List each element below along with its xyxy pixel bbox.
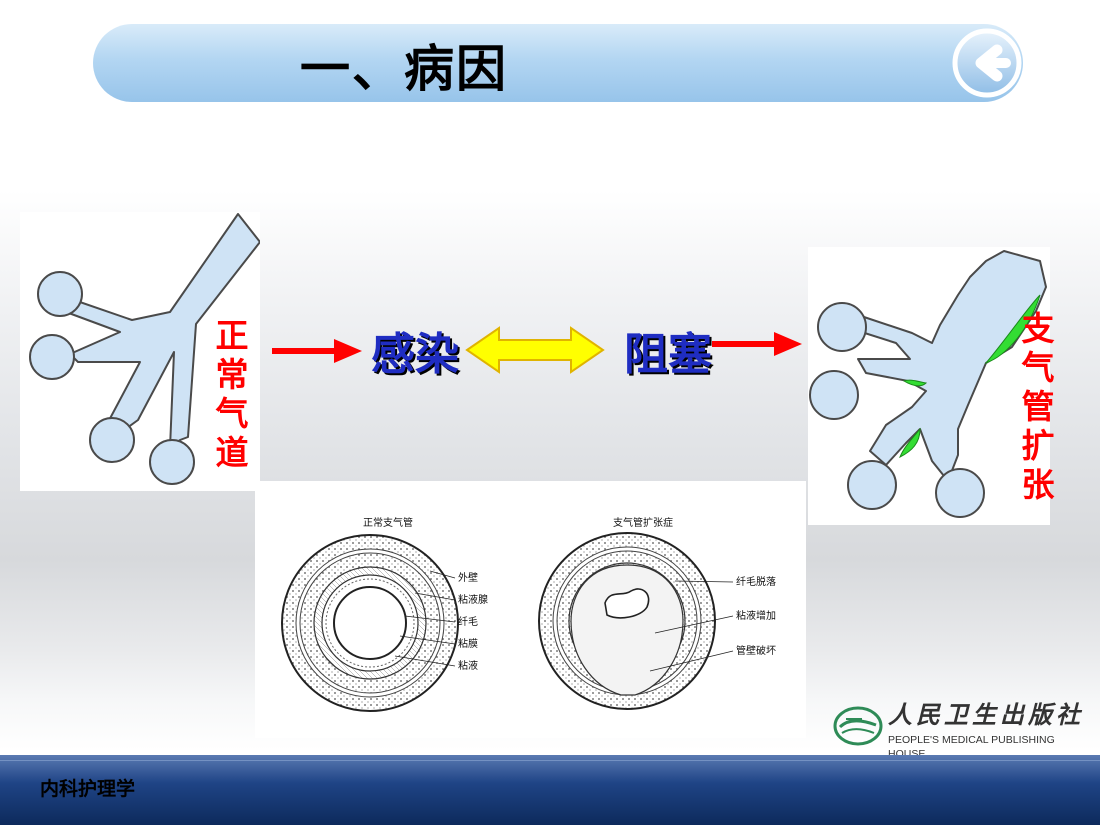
label-wall-destruction: 管壁破坏 — [736, 644, 776, 657]
publisher-name-en: PEOPLE'S MEDICAL PUBLISHING HOUSE — [888, 734, 1055, 760]
red-arrow-icon — [272, 339, 362, 363]
back-button[interactable] — [945, 28, 1027, 98]
label-mucosa: 粘膜 — [458, 637, 478, 650]
footer-bar — [0, 755, 1100, 825]
label-cilia-loss: 纤毛脱落 — [736, 575, 776, 588]
normal-bronchus-title: 正常支气管 — [363, 516, 413, 529]
label-mucus-gland: 粘液腺 — [458, 593, 488, 606]
label-char: 张 — [1021, 465, 1055, 504]
label-char: 正 — [215, 316, 249, 355]
label-char: 常 — [215, 355, 249, 394]
label-mucus: 粘液 — [458, 659, 478, 672]
red-arrow-icon — [712, 332, 802, 356]
back-arrow-icon — [952, 28, 1022, 98]
label-normal-airway: 正 常 气 道 — [210, 316, 254, 472]
bronchus-cross-section-diagram: 正常支气管 外壁 粘液腺 纤毛 粘膜 粘液 支气管扩张症 — [255, 481, 806, 738]
title-bar — [93, 24, 1023, 102]
label-char: 气 — [1021, 348, 1055, 387]
publisher-name-cn: 人民卫生出版社 — [888, 700, 1084, 729]
label-cilia: 纤毛 — [458, 615, 478, 628]
label-char: 支 — [1021, 309, 1055, 348]
normal-bronchus — [281, 534, 459, 712]
publisher-logo-icon — [833, 706, 883, 746]
footer-divider — [0, 760, 1100, 761]
label-char: 管 — [1021, 387, 1055, 426]
diseased-bronchus — [538, 532, 716, 710]
label-bronchiectasis: 支 气 管 扩 张 — [1016, 309, 1060, 504]
bronchiectasis-illustration — [808, 247, 1050, 525]
diseased-bronchus-title: 支气管扩张症 — [613, 516, 673, 529]
slide-title: 一、病因 — [300, 40, 508, 98]
normal-airway-illustration — [20, 212, 260, 491]
label-char: 道 — [215, 433, 249, 472]
footer-course-title: 内科护理学 — [40, 778, 136, 800]
keyword-infection: 感染 — [371, 329, 459, 380]
keyword-obstruction: 阻塞 — [624, 329, 712, 380]
label-char: 扩 — [1021, 426, 1055, 465]
double-arrow-icon — [465, 326, 605, 374]
label-char: 气 — [215, 394, 249, 433]
label-mucus-increase: 粘液增加 — [736, 609, 776, 622]
label-outer-wall: 外壁 — [458, 571, 478, 584]
